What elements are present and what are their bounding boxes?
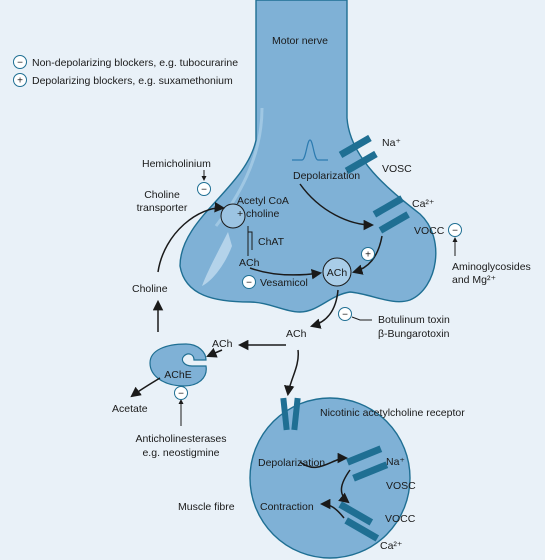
nerve-highlight bbox=[202, 232, 232, 286]
muscle-calcium-channel-icon bbox=[338, 501, 380, 542]
vesicle-ach-label: ACh bbox=[327, 267, 348, 279]
nerve-vosc-label: VOSC bbox=[382, 163, 412, 175]
nicotinic-receptor-label: Nicotinic acetylcholine receptor bbox=[320, 407, 465, 419]
anticholinesterase-minus-icon: − bbox=[174, 386, 188, 400]
vocc-minus-icon: − bbox=[448, 223, 462, 237]
muscle-ca-label: Ca²⁺ bbox=[380, 540, 403, 552]
acetate-label: Acetate bbox=[112, 403, 148, 415]
svg-text:−: − bbox=[342, 310, 348, 321]
cleft-ach-label: ACh bbox=[286, 328, 307, 340]
plus-choline-label: + choline bbox=[237, 208, 279, 220]
svg-text:−: − bbox=[452, 226, 458, 237]
contraction-label: Contraction bbox=[260, 501, 314, 513]
nerve-ach-label: ACh bbox=[239, 257, 260, 269]
legend-depolarizing: Depolarizing blockers, e.g. suxamethoniu… bbox=[32, 75, 233, 87]
muscle-na-label: Na⁺ bbox=[386, 456, 405, 468]
nerve-calcium-channel-icon bbox=[372, 195, 410, 234]
muscle-vosc-label: VOSC bbox=[386, 480, 416, 492]
chat-label: ChAT bbox=[258, 236, 285, 248]
arrow-vocc-to-vesicle bbox=[351, 235, 383, 275]
svg-text:−: − bbox=[246, 278, 252, 289]
vesamicol-label: Vesamicol bbox=[260, 277, 308, 289]
svg-text:−: − bbox=[178, 389, 184, 400]
botulinum-minus-icon: − bbox=[338, 307, 352, 321]
botulinum-pointer bbox=[351, 316, 372, 321]
arrow-muscle-depol-to-na bbox=[299, 452, 349, 469]
choline-transporter-icon bbox=[220, 203, 246, 229]
arrow-depolarization-to-vocc bbox=[299, 183, 375, 231]
nerve-sodium-channel-icon bbox=[338, 134, 378, 174]
chat-bracket bbox=[248, 231, 253, 250]
acetyl-coa-label: Acetyl CoA bbox=[237, 195, 289, 207]
arrow-release bbox=[309, 289, 339, 329]
muscle-vocc-label: VOCC bbox=[385, 513, 416, 525]
muscle-fibre-icon bbox=[249, 397, 411, 559]
bungarotoxin-label: β-Bungarotoxin bbox=[378, 328, 450, 340]
arrow-vocc-to-contraction bbox=[319, 498, 345, 519]
arrow-choline-in bbox=[157, 202, 226, 273]
svg-text:+: + bbox=[365, 250, 371, 261]
aminoglycosides-label-1: Aminoglycosides bbox=[452, 261, 531, 273]
botulinum-label: Botulinum toxin bbox=[378, 314, 450, 326]
muscle-depolarization-label: Depolarization bbox=[258, 457, 325, 469]
motor-nerve-label: Motor nerve bbox=[272, 35, 328, 47]
arrow-ache-to-acetate bbox=[130, 377, 161, 398]
ache-label: AChE bbox=[164, 369, 191, 381]
legend-minus-icon: − bbox=[13, 55, 27, 69]
anticholinesterases-label-1: Anticholinesterases bbox=[135, 433, 226, 445]
legend-plus-icon: + bbox=[13, 73, 27, 87]
nerve-depolarization-label: Depolarization bbox=[293, 170, 360, 182]
legend-non-depolarizing: Non-depolarizing blockers, e.g. tubocura… bbox=[32, 57, 238, 69]
nicotinic-receptor-icon bbox=[280, 397, 301, 431]
choline-transporter-label-1: Choline bbox=[144, 189, 180, 201]
calcium-plus-icon: + bbox=[361, 247, 375, 261]
svg-text:+: + bbox=[17, 76, 23, 87]
ach-to-enzyme-label: ACh bbox=[212, 338, 233, 350]
choline-transporter-label-2: transporter bbox=[137, 202, 188, 214]
choline-label: Choline bbox=[132, 283, 168, 295]
ach-vesicle-icon bbox=[322, 257, 352, 287]
svg-text:−: − bbox=[17, 58, 23, 69]
nerve-na-label: Na⁺ bbox=[382, 137, 401, 149]
anticholinesterases-label-2: e.g. neostigmine bbox=[142, 447, 219, 459]
muscle-sodium-channel-icon bbox=[346, 445, 389, 482]
ache-enzyme-icon bbox=[149, 343, 207, 387]
action-potential-icon bbox=[292, 139, 328, 161]
arrow-na-to-vocc bbox=[338, 469, 351, 504]
hemicholinium-label: Hemicholinium bbox=[142, 158, 211, 170]
muscle-fibre-label: Muscle fibre bbox=[178, 501, 235, 513]
arrow-ach-to-receptor bbox=[283, 349, 299, 397]
aminoglycosides-label-2: and Mg²⁺ bbox=[452, 274, 497, 286]
nerve-vocc-label: VOCC bbox=[414, 225, 445, 237]
vesamicol-minus-icon: − bbox=[242, 275, 256, 289]
nerve-ca-label: Ca²⁺ bbox=[412, 198, 435, 210]
arrow-ach-to-vesicle bbox=[249, 267, 323, 280]
arrow-ach-to-ache-2 bbox=[206, 347, 223, 358]
hemicholinium-minus-icon: − bbox=[197, 182, 211, 196]
svg-text:−: − bbox=[201, 185, 207, 196]
motor-nerve-terminal bbox=[179, 0, 437, 313]
